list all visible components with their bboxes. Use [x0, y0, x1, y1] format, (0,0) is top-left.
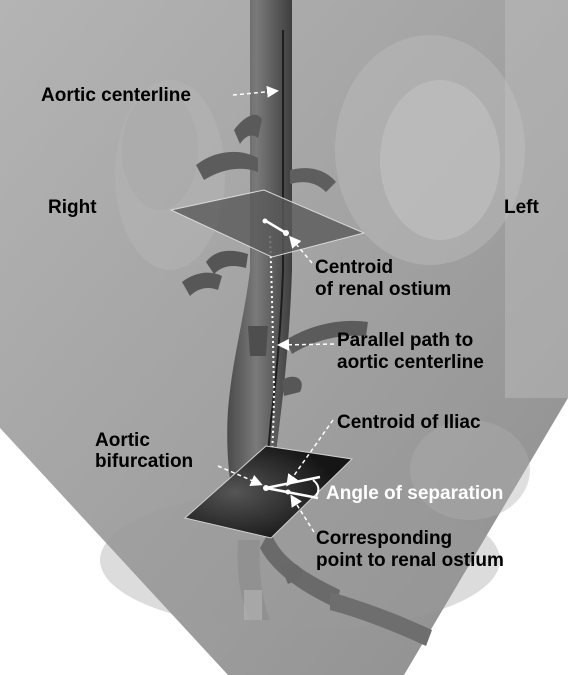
- label-centroid-iliac: Centroid of Iliac: [337, 412, 481, 433]
- label-aortic-centerline: Aortic centerline: [41, 85, 191, 106]
- label-parallel-path-line1: Parallel path to: [337, 330, 473, 351]
- label-right: Right: [48, 197, 97, 218]
- label-aortic-bifurcation-line1: Aortic: [95, 430, 150, 451]
- bifurcation-point: [263, 485, 269, 491]
- label-corresponding-point-line2: point to renal ostium: [316, 550, 504, 571]
- label-parallel-path-line2: aortic centerline: [337, 352, 484, 373]
- label-aortic-bifurcation-line2: bifurcation: [95, 451, 193, 472]
- aortic-centerline-point: [263, 219, 268, 224]
- label-centroid-renal-line2: of renal ostium: [315, 279, 451, 300]
- label-centroid-renal-line1: Centroid: [315, 257, 393, 278]
- label-left: Left: [504, 197, 540, 218]
- label-corresponding-point-line1: Corresponding: [316, 528, 452, 549]
- renal-ostium-centroid-point: [283, 230, 289, 236]
- corresponding-point: [286, 490, 291, 495]
- label-angle-of-separation: Angle of separation: [326, 483, 503, 504]
